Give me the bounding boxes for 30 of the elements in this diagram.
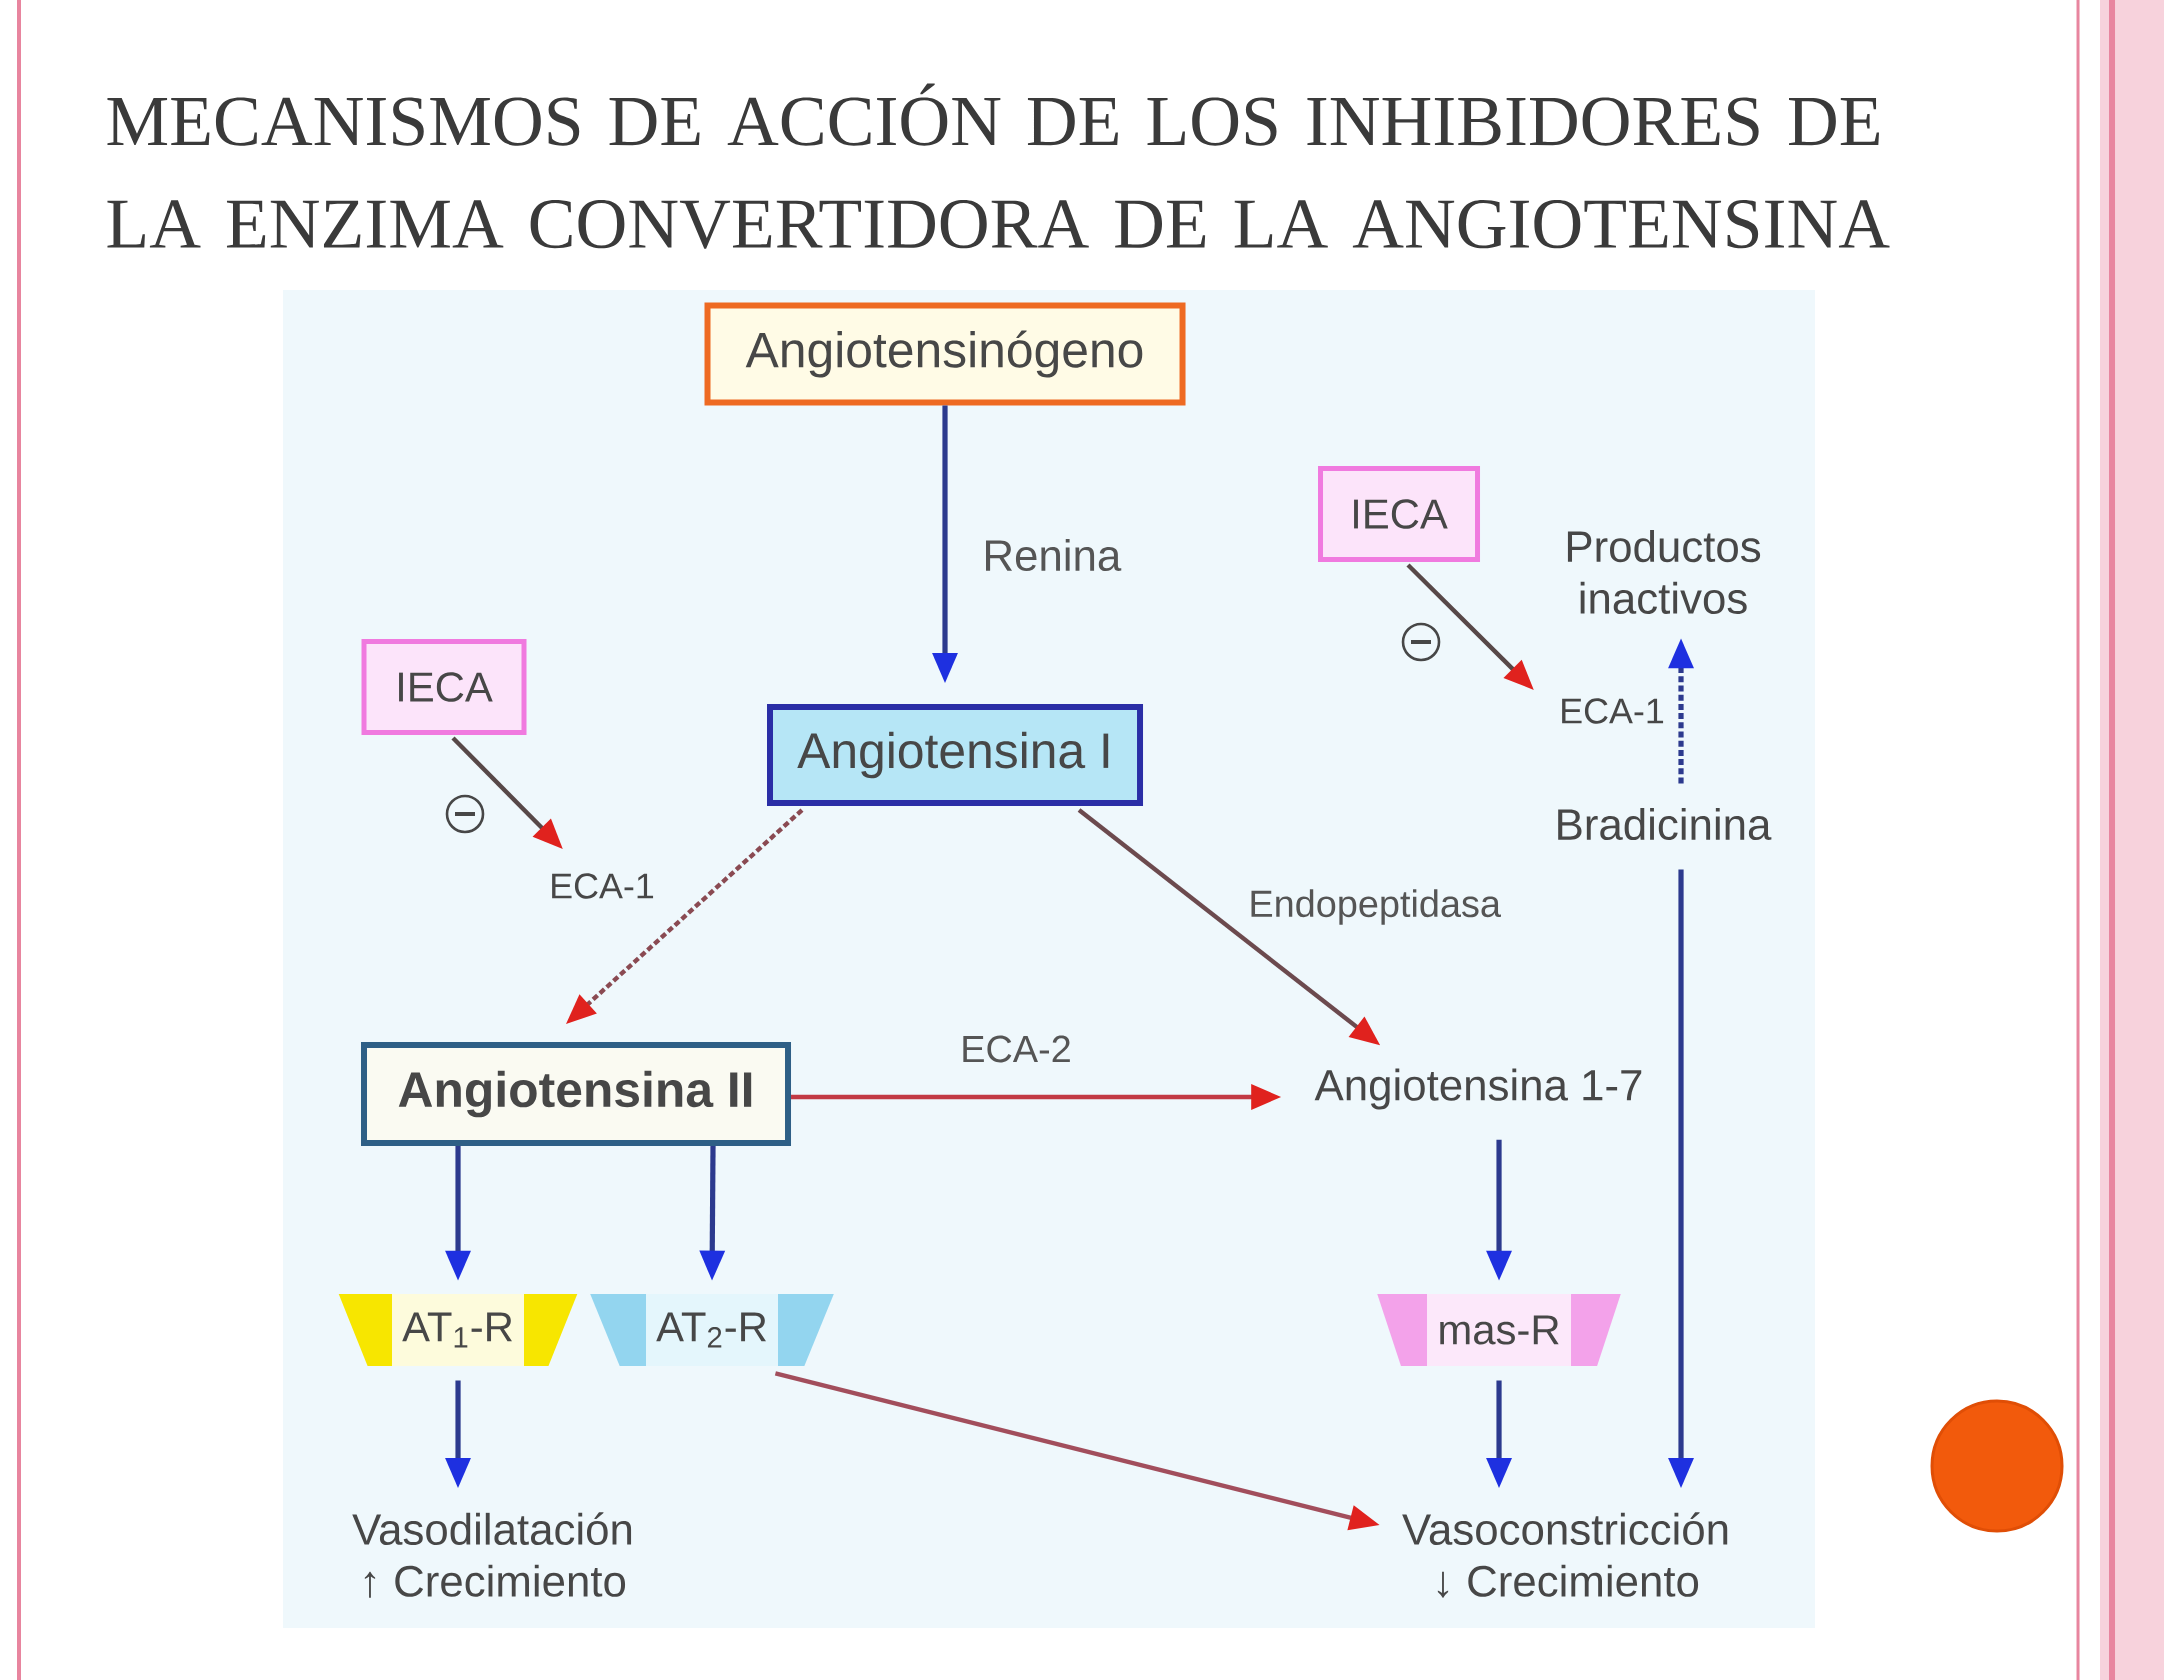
peptide-label: Angiotensina 1-7: [1314, 1068, 1642, 1110]
inhibitor-box: IECA: [361, 639, 527, 735]
edge-label: ECA-2: [963, 1035, 1070, 1063]
peptide-label: Bradicinina: [1558, 807, 1772, 841]
arrow: [1486, 1139, 1512, 1281]
arrow: [1668, 869, 1694, 1488]
arrow: [791, 1084, 1282, 1110]
arrow: [1077, 808, 1381, 1046]
edge-label: Endopeptidasa: [1251, 889, 1501, 925]
edge-label: Renina: [986, 538, 1122, 572]
effect-label: Vasoconstricción ↓ Crecimiento: [1402, 1512, 1728, 1598]
process-box: Angiotensinógeno: [704, 302, 1186, 406]
dashed-arrow: [566, 808, 804, 1024]
arrow: [445, 1380, 471, 1488]
arrow: [932, 405, 958, 683]
inhibition-arrow: [451, 736, 563, 849]
arrow: [774, 1371, 1380, 1531]
dashed-arrow: [1668, 638, 1694, 784]
arrow: [1486, 1380, 1512, 1488]
arrow: [699, 1146, 726, 1281]
arrow: [445, 1146, 471, 1281]
inhibitor-box: IECA: [1318, 466, 1480, 562]
enzyme-label: ECA-1: [1562, 698, 1664, 724]
title: MECANISMOS DE ACCIÓN DE LOS INHIBIDORES DE LA ENZIMA CONVERTIDORA DE LA ANGIOTENSINA: [107, 83, 1890, 249]
inhibition-arrow: [1406, 563, 1534, 690]
process-box: Angiotensina II: [361, 1042, 791, 1146]
effect-label: Vasodilatación ↑ Crecimiento: [352, 1512, 632, 1598]
product-label: Productos inactivos: [1567, 530, 1761, 614]
process-box: Angiotensina I: [767, 704, 1143, 806]
enzyme-label: ECA-1: [552, 873, 654, 899]
